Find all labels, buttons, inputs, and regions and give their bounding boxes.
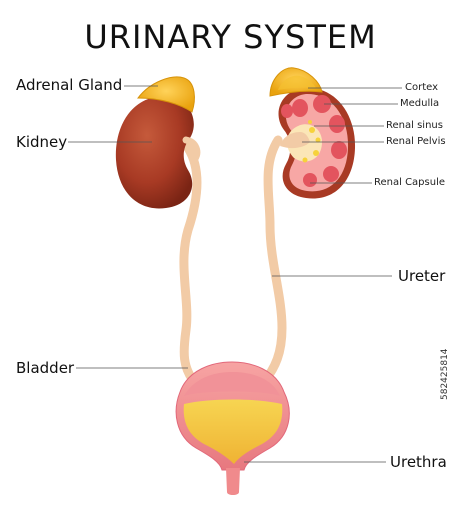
pyramid [292,99,308,117]
renal-sinus-fat [302,120,321,163]
label-kidney: Kidney [16,133,68,151]
pyramid [313,95,331,113]
page-title: URINARY SYSTEM [84,18,377,56]
adrenal-cut-inner [278,75,316,90]
left-renal-hilum [182,136,201,164]
label-renal-sinus: Renal sinus [386,120,443,131]
label-cortex: Cortex [405,82,439,93]
pyramid [281,104,293,118]
label-bladder: Bladder [16,359,75,377]
leader-lines [68,85,402,463]
label-renal-pelvis: Renal Pelvis [386,136,446,147]
label-ureter: Ureter [398,267,446,285]
left-ureter [179,143,202,389]
renal-pelvis [280,132,310,149]
left-kidney [115,96,194,209]
label-urethra: Urethra [390,453,447,471]
bladder-wall-top [184,372,280,396]
pyramid [323,166,339,182]
right-ureter [257,135,287,389]
pyramid [329,115,345,133]
pyramid [303,173,317,187]
urethra [226,468,240,495]
label-adrenal-gland: Adrenal Gland [16,76,123,94]
stock-id-text: 582425814 [440,348,450,400]
label-renal-capsule: Renal Capsule [374,177,446,188]
label-medulla: Medulla [400,98,440,109]
renal-medulla-pyramids [281,95,347,187]
urine [183,399,283,464]
pyramid [331,141,347,159]
